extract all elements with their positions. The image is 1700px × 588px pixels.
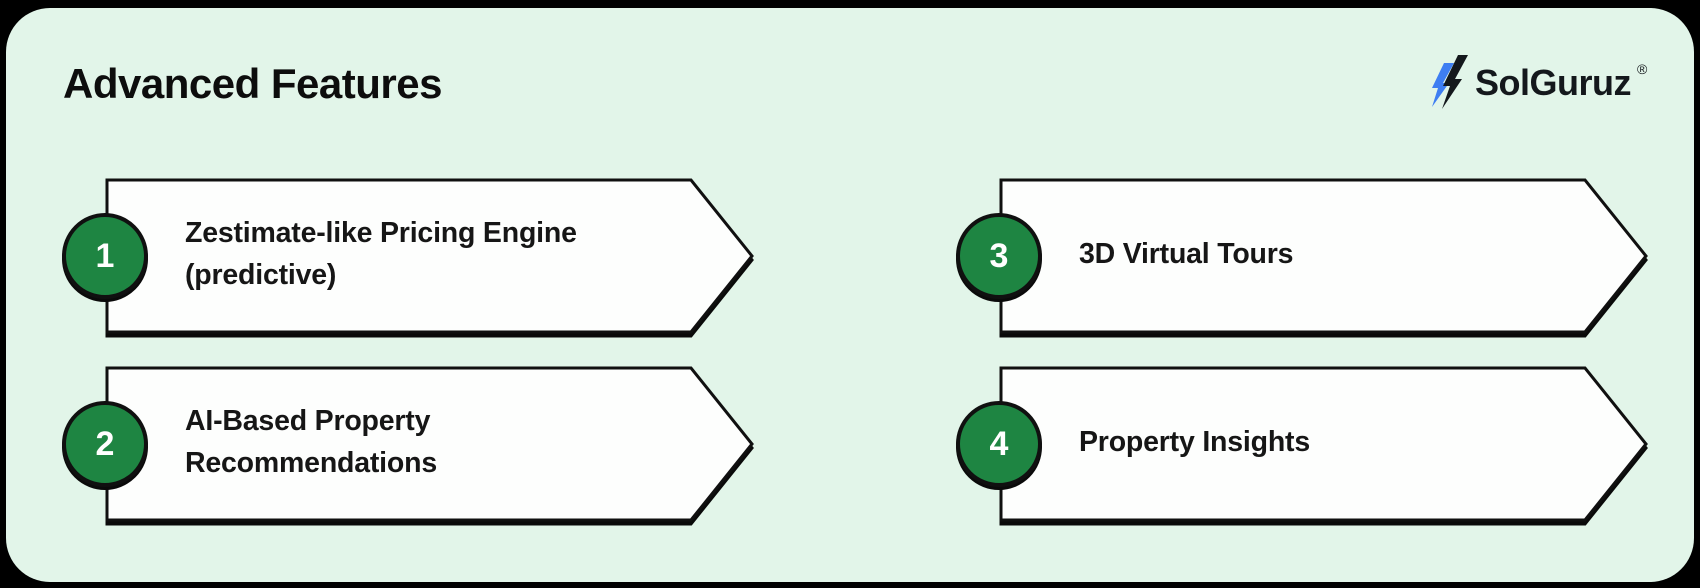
page-title: Advanced Features xyxy=(63,60,442,107)
solguruz-logo: SolGuruz ® xyxy=(1430,52,1648,114)
feature-label-line: (predictive) xyxy=(185,259,337,291)
feature-item-2: AI-Based Property Recommendations 2 xyxy=(62,366,757,522)
feature-label-line: Recommendations xyxy=(185,447,437,479)
feature-item-1: Zestimate-like Pricing Engine (predictiv… xyxy=(62,178,757,334)
feature-label: Property Insights xyxy=(1079,366,1579,518)
number-badge: 4 xyxy=(956,401,1042,487)
feature-item-4: Property Insights 4 xyxy=(956,366,1651,522)
arrow-banner xyxy=(105,178,754,334)
number-badge: 1 xyxy=(62,213,148,299)
registered-mark: ® xyxy=(1637,61,1648,77)
feature-label-line: Property Insights xyxy=(1079,426,1310,458)
feature-item-3: 3D Virtual Tours 3 xyxy=(956,178,1651,334)
arrow-banner xyxy=(105,366,754,522)
solguruz-bolt-icon xyxy=(1430,54,1470,112)
arrow-banner xyxy=(999,366,1648,522)
number-badge: 3 xyxy=(956,213,1042,299)
mint-card: Advanced Features SolGuruz ® Zestimate-l… xyxy=(6,8,1694,582)
feature-label-line: 3D Virtual Tours xyxy=(1079,238,1294,270)
feature-label: Zestimate-like Pricing Engine (predictiv… xyxy=(185,178,685,330)
feature-label-line: AI-Based Property xyxy=(185,405,431,437)
logo-wordmark: SolGuruz xyxy=(1475,62,1632,103)
feature-label-line: Zestimate-like Pricing Engine xyxy=(185,217,577,249)
feature-label: AI-Based Property Recommendations xyxy=(185,366,685,518)
feature-label: 3D Virtual Tours xyxy=(1079,178,1579,330)
arrow-banner xyxy=(999,178,1648,334)
number-badge: 2 xyxy=(62,401,148,487)
